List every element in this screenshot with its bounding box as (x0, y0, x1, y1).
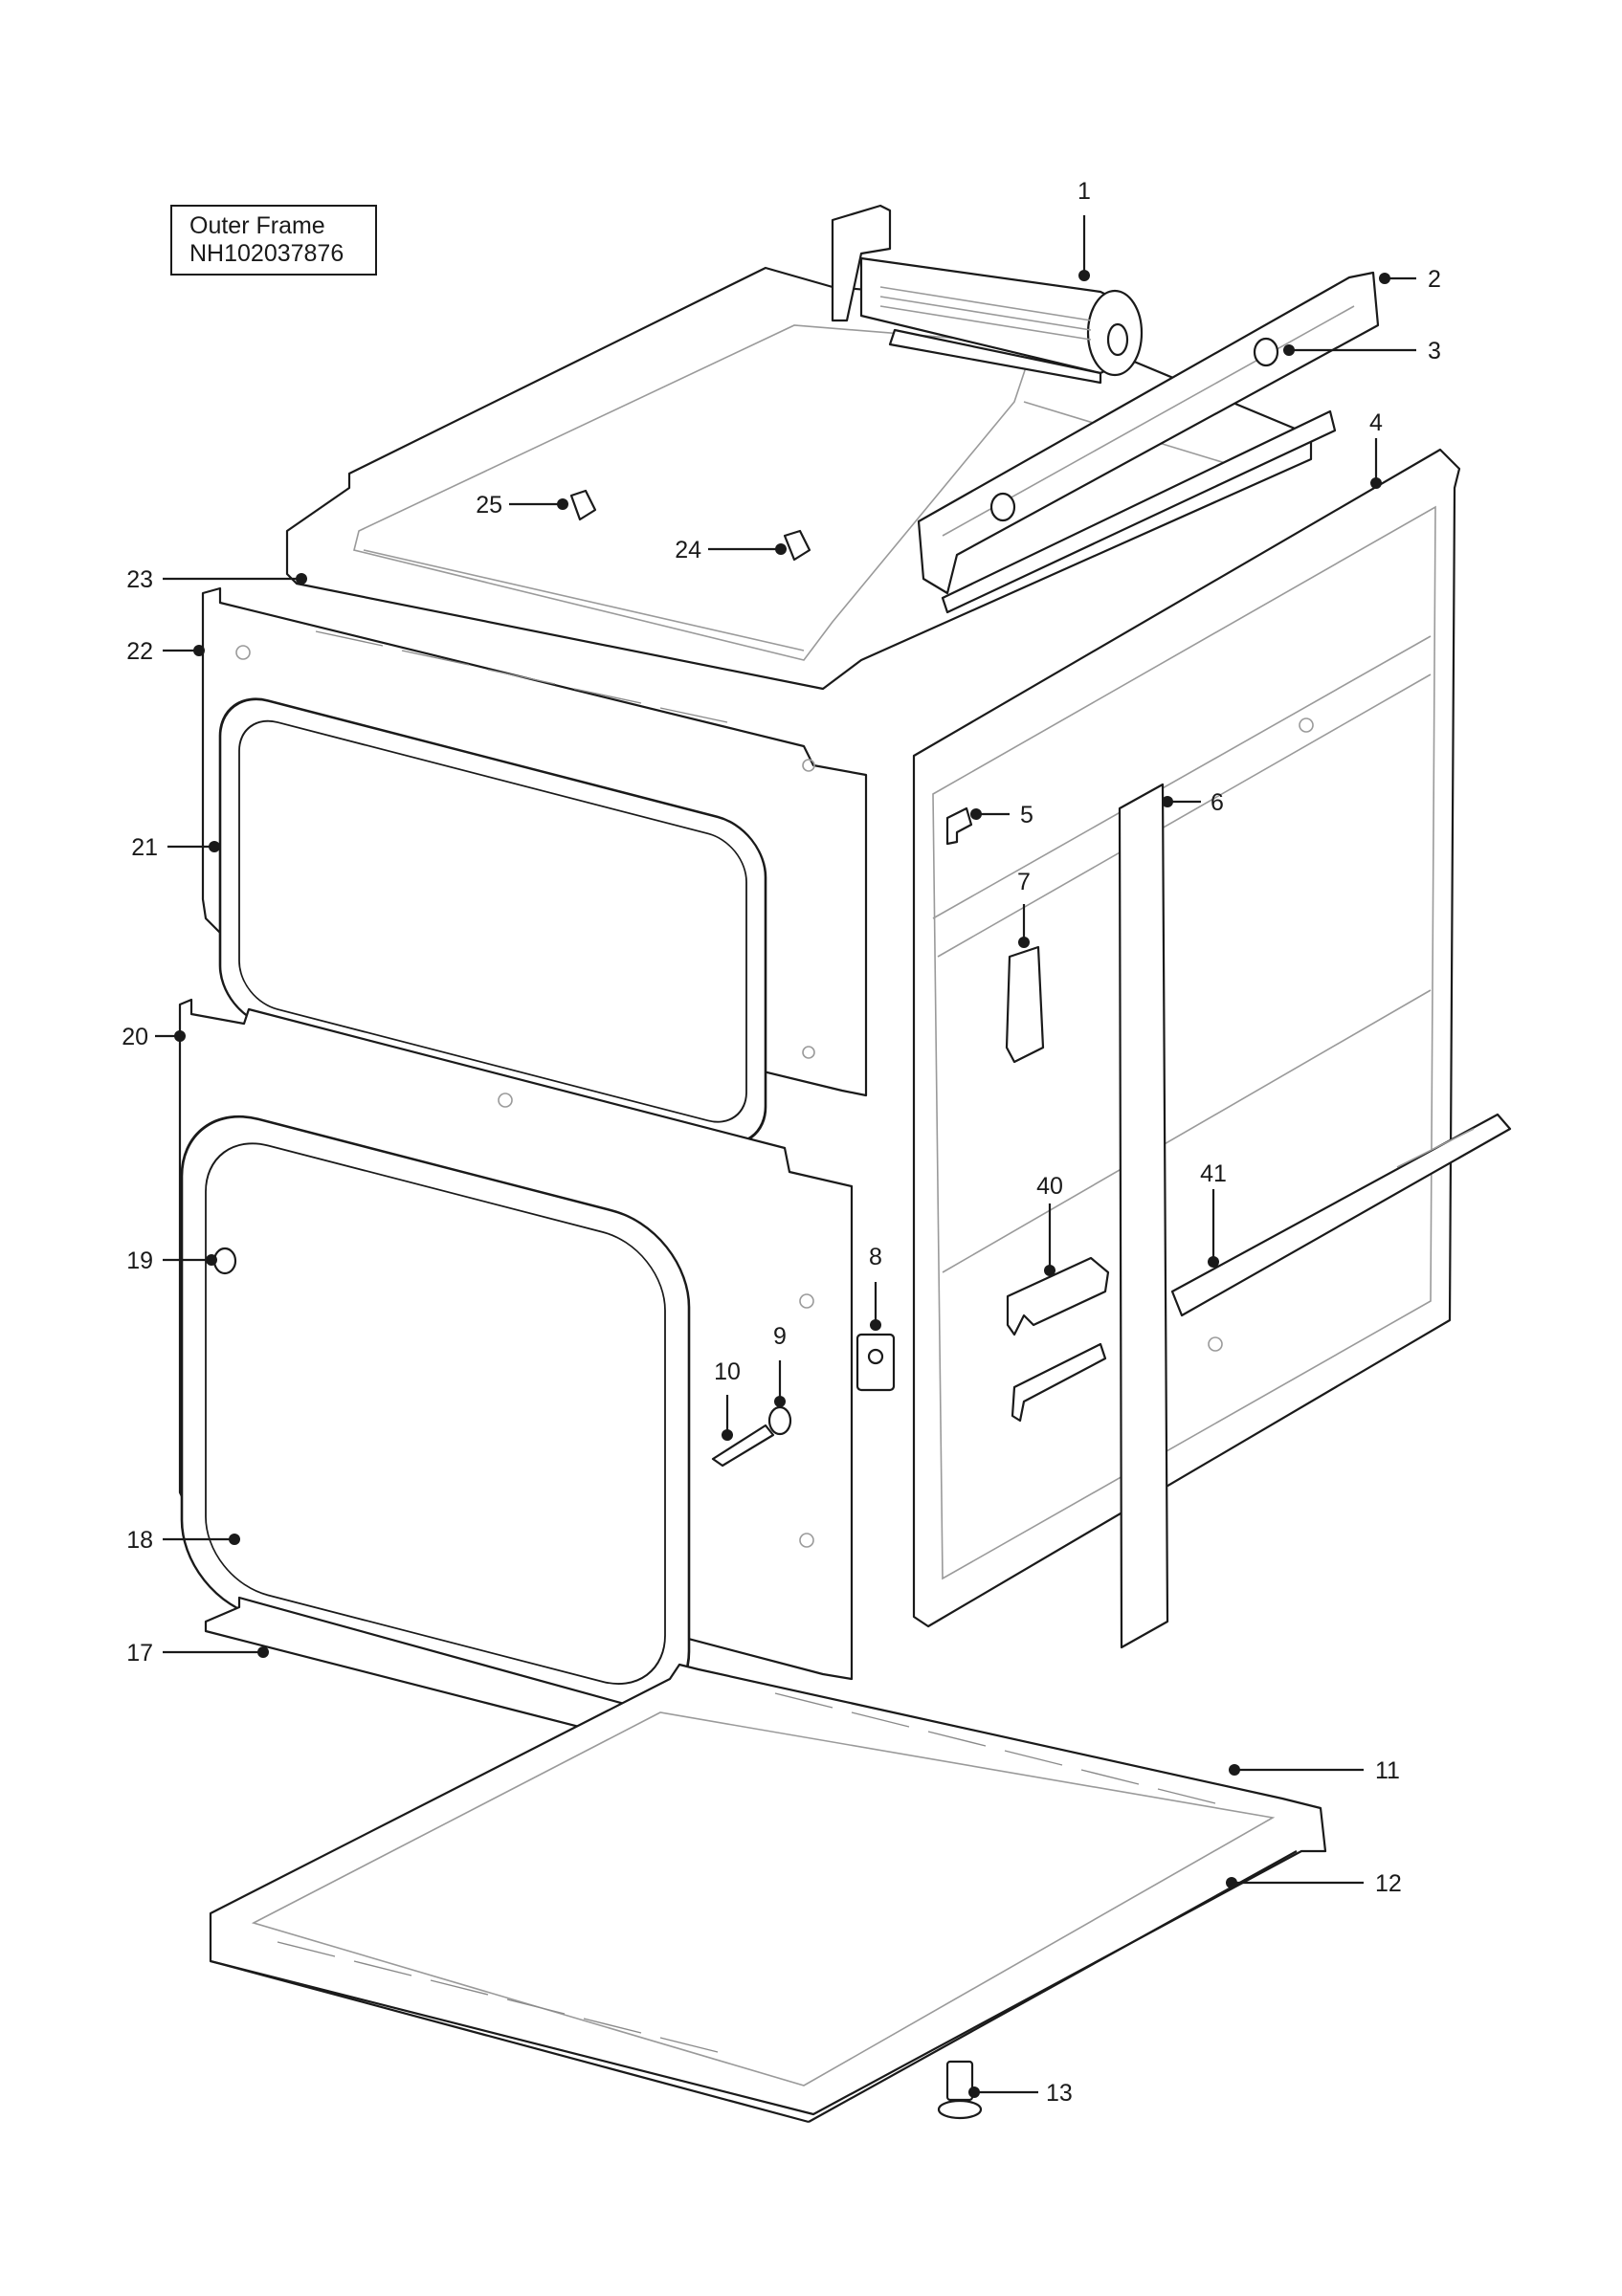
callout-label-18: 18 (126, 1527, 153, 1554)
callout-label-21: 21 (131, 834, 158, 861)
callout-dot-5 (970, 808, 982, 820)
callout-dot-1 (1078, 270, 1090, 281)
callout-label-8: 8 (869, 1244, 882, 1270)
callout-dot-25 (557, 498, 568, 510)
title-box: Outer Frame NH102037876 (170, 205, 377, 276)
callout-dot-19 (206, 1254, 217, 1266)
callout-label-3: 3 (1428, 338, 1441, 364)
callout-label-24: 24 (675, 537, 701, 563)
callout-dot-24 (775, 543, 787, 555)
adjustable-foot (937, 2060, 983, 2120)
latch-pin (711, 1424, 775, 1468)
callout-label-11: 11 (1375, 1757, 1400, 1784)
callout-label-25: 25 (476, 492, 502, 519)
callout-dot-17 (257, 1646, 269, 1658)
callout-dot-10 (722, 1429, 733, 1441)
callout-label-13: 13 (1046, 2080, 1073, 2107)
callout-dot-7 (1018, 937, 1030, 948)
callout-label-4: 4 (1369, 409, 1383, 436)
grommet-left (989, 492, 1016, 522)
door-buffer (212, 1247, 237, 1275)
shelf-support-bracket (1006, 1256, 1110, 1336)
callout-dot-6 (1162, 796, 1173, 807)
callout-dot-40 (1044, 1265, 1055, 1276)
callout-label-22: 22 (126, 638, 153, 665)
base-frame (209, 1663, 1327, 2124)
grommet-right (1253, 337, 1279, 367)
callout-label-41: 41 (1200, 1160, 1227, 1187)
callout-label-5: 5 (1020, 802, 1033, 828)
title-line-1: Outer Frame (189, 212, 325, 239)
fan-motor (831, 204, 1144, 385)
callout-dot-11 (1229, 1764, 1240, 1776)
callout-label-17: 17 (126, 1640, 153, 1667)
title-line-2: NH102037876 (189, 240, 344, 267)
callout-dot-4 (1370, 477, 1382, 489)
callout-label-6: 6 (1211, 789, 1224, 816)
callout-label-20: 20 (122, 1024, 148, 1050)
callout-dot-18 (229, 1534, 240, 1545)
clip-bracket (945, 806, 973, 846)
rear-rail (917, 271, 1380, 614)
callout-label-12: 12 (1375, 1870, 1402, 1897)
top-clip-25 (569, 489, 597, 521)
latch-grommet (767, 1405, 792, 1436)
callout-dot-13 (968, 2086, 980, 2098)
callout-dot-21 (209, 841, 220, 852)
callout-label-10: 10 (714, 1358, 741, 1385)
right-side-panel (912, 448, 1461, 1628)
callout-dot-23 (296, 573, 307, 585)
callout-label-23: 23 (126, 566, 153, 593)
callout-dot-12 (1226, 1877, 1237, 1888)
upper-front-frame (201, 586, 868, 1145)
callout-label-2: 2 (1428, 266, 1441, 293)
callout-dot-8 (870, 1319, 881, 1331)
vertical-trim-strip (1118, 783, 1169, 1649)
callout-dot-41 (1208, 1256, 1219, 1268)
callout-label-19: 19 (126, 1247, 153, 1274)
callout-dot-3 (1283, 344, 1295, 356)
callout-dot-9 (774, 1396, 786, 1407)
lower-front-frame (178, 998, 854, 1712)
callout-dot-20 (174, 1030, 186, 1042)
callout-label-40: 40 (1036, 1173, 1063, 1200)
top-clip-24 (783, 529, 811, 562)
callout-label-9: 9 (773, 1323, 787, 1350)
callout-label-7: 7 (1017, 869, 1031, 895)
callout-label-1: 1 (1078, 178, 1091, 205)
callout-dot-2 (1379, 273, 1390, 284)
lower-shelf-support (1011, 1342, 1107, 1423)
side-runner (1170, 1113, 1512, 1317)
callout-dot-22 (193, 645, 205, 656)
door-hinge-bracket (1005, 945, 1045, 1064)
